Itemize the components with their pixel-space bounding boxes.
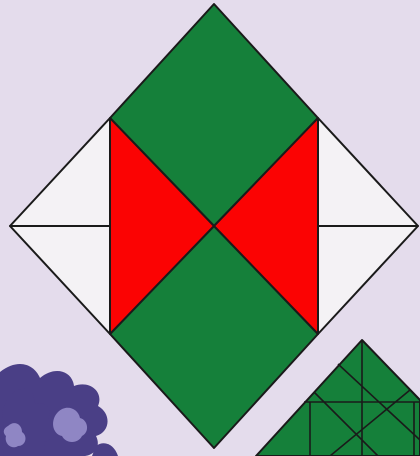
flower-decoration xyxy=(0,364,118,456)
right-white-triangle-top xyxy=(318,118,418,226)
left-white-triangle-bottom xyxy=(10,226,110,334)
right-white-triangle-bottom xyxy=(318,226,418,334)
left-white-triangle-top xyxy=(10,118,110,226)
